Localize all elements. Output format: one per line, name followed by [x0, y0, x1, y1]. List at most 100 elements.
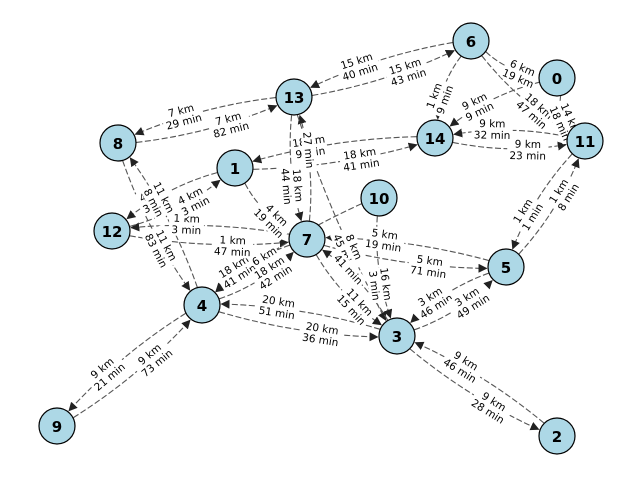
edge-6-to-13 [310, 42, 453, 88]
edge-time-label: 36 min [301, 332, 339, 350]
node-label: 7 [302, 231, 312, 249]
node-0: 0 [538, 59, 576, 97]
edge-4-to-3 [218, 311, 379, 342]
edge-time-label: 3 min [366, 270, 382, 301]
node-11: 11 [566, 122, 604, 160]
node-circle [38, 407, 76, 445]
edge-label-6-to-14: 1 km9 min [422, 77, 456, 118]
edge-2-to-3 [414, 341, 545, 424]
node-label: 9 [52, 418, 62, 436]
edge-time-label: 19 min [364, 238, 402, 255]
edge-13-to-6 [312, 50, 455, 96]
edge-8-to-13 [136, 104, 278, 143]
node-circle [378, 317, 416, 355]
node-label: 14 [425, 130, 446, 148]
edge-time-label: 71 min [409, 264, 447, 281]
edge-time-label: 47 min [214, 246, 251, 259]
edge-distance-label: 20 km [261, 294, 295, 311]
node-label: 5 [501, 259, 511, 277]
edge-time-label: 32 min [474, 129, 511, 142]
edge-label-11-to-5: 1 km1 min [508, 193, 547, 235]
node-label: 13 [284, 89, 305, 107]
node-label: 12 [102, 223, 123, 241]
node-circle [487, 248, 525, 286]
node-7: 7 [288, 220, 326, 258]
node-9: 9 [38, 407, 76, 445]
node-2: 2 [538, 417, 576, 455]
edge-13-to-8 [134, 97, 276, 136]
edge-5-to-11 [518, 158, 580, 255]
edge-14-to-11 [452, 141, 567, 151]
node-circle [416, 119, 454, 157]
edge-distance-label: 5 km [416, 253, 444, 269]
node-12: 12 [93, 212, 131, 250]
node-circle [288, 220, 326, 258]
node-circle [275, 78, 313, 116]
edge-label-7-to-12: 1 km3 min [168, 211, 205, 237]
edge-distance-label: 1 km [173, 213, 200, 226]
node-circle [183, 286, 221, 324]
edge-time-label: 41 min [343, 157, 381, 174]
node-circle [566, 122, 604, 160]
node-circle [360, 179, 398, 217]
edge-label-10-to-3: 16 km3 min [366, 266, 395, 304]
node-circle [216, 149, 254, 187]
node-circle [538, 59, 576, 97]
edge-distance-label: 9 km [479, 118, 506, 131]
edge-time-label: 3 min [171, 224, 201, 237]
edge-time-label: 51 min [258, 305, 296, 323]
node-circle [93, 212, 131, 250]
node-label: 10 [369, 190, 390, 208]
edge-8-to-4 [122, 160, 191, 291]
node-label: 11 [575, 133, 596, 151]
edge-time-label: 44 min [278, 168, 293, 205]
node-6: 6 [452, 22, 490, 60]
node-label: 1 [230, 160, 240, 178]
node-circle [452, 22, 490, 60]
node-circle [538, 417, 576, 455]
node-label: 4 [197, 297, 207, 315]
edge-distance-label: 16 km [377, 267, 393, 301]
edge-distance-label: 1 km [219, 234, 246, 247]
edge-distance-label: 18 km [343, 146, 377, 163]
node-label: 3 [392, 328, 402, 346]
node-circle [99, 124, 137, 162]
edge-11-to-14 [453, 128, 568, 138]
edge-label-5-to-11: 1 km8 min [544, 173, 583, 215]
edge-1-to-14 [253, 142, 418, 170]
edge-14-to-1 [252, 136, 417, 164]
node-1: 1 [216, 149, 254, 187]
edge-9-to-4 [73, 319, 191, 419]
node-label: 0 [552, 70, 562, 88]
node-13: 13 [275, 78, 313, 116]
node-5: 5 [487, 248, 525, 286]
node-3: 3 [378, 317, 416, 355]
edge-11-to-5 [511, 153, 573, 250]
edge-time-label: 23 min [509, 150, 546, 163]
edge-label-7-to-13: 27 min [300, 129, 317, 172]
edge-distance-label: 20 km [305, 321, 339, 338]
node-14: 14 [416, 119, 454, 157]
node-label: 6 [466, 33, 476, 51]
edge-distance-label: 5 km [371, 227, 399, 243]
edge-distance-label: 9 km [515, 139, 542, 152]
